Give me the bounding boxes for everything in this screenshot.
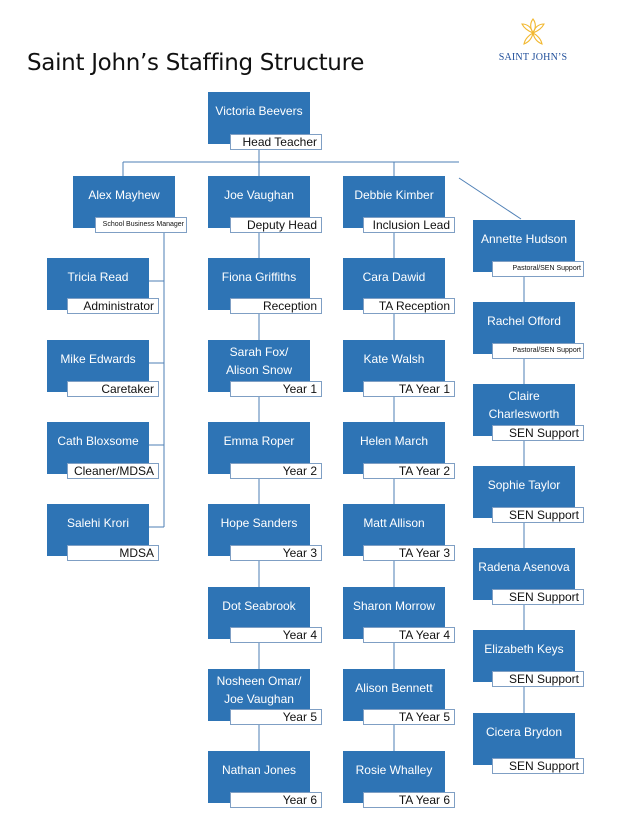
role-inclusion-staff-5: TA Year 5 (363, 709, 455, 725)
node-teaching-staff-5: Nosheen Omar/ Joe Vaughan (208, 669, 310, 721)
role-business-staff-0: Administrator (67, 298, 159, 314)
role-teaching-staff-5: Year 5 (230, 709, 322, 725)
role-inclusion-staff-6: TA Year 6 (363, 792, 455, 808)
role-teaching-staff-3: Year 3 (230, 545, 322, 561)
role-support-staff-6: SEN Support (492, 758, 584, 774)
role-inclusion-staff-0: TA Reception (363, 298, 455, 314)
role-support-staff-0: Pastoral/SEN Support (492, 261, 584, 277)
role-teaching-staff-0: Reception (230, 298, 322, 314)
role-inclusion-staff-1: TA Year 1 (363, 381, 455, 397)
role-support-staff-1: Pastoral/SEN Support (492, 343, 584, 359)
connector-support (458, 177, 522, 220)
school-logo: SAINT JOHN’S (497, 18, 569, 66)
node-support-staff-6: Cicera Brydon (473, 713, 575, 765)
role-inclusion-lead: Inclusion Lead (363, 217, 455, 233)
role-teaching-staff-6: Year 6 (230, 792, 322, 808)
role-support-staff-5: SEN Support (492, 671, 584, 687)
role-teaching-staff-4: Year 4 (230, 627, 322, 643)
role-support-staff-4: SEN Support (492, 589, 584, 605)
flower-logo-icon (521, 18, 545, 45)
role-inclusion-staff-3: TA Year 3 (363, 545, 455, 561)
role-teaching-staff-1: Year 1 (230, 381, 322, 397)
page-title: Saint John’s Staffing Structure (27, 50, 365, 76)
logo-text: SAINT JOHN’S (498, 52, 568, 63)
role-support-staff-3: SEN Support (492, 507, 584, 523)
role-business-staff-1: Caretaker (67, 381, 159, 397)
role-teaching-staff-2: Year 2 (230, 463, 322, 479)
role-inclusion-staff-2: TA Year 2 (363, 463, 455, 479)
role-business-lead: School Business Manager (95, 217, 187, 233)
role-business-staff-3: MDSA (67, 545, 159, 561)
role-teaching-lead: Deputy Head (230, 217, 322, 233)
role-head: Head Teacher (230, 134, 322, 150)
role-support-staff-2: SEN Support (492, 425, 584, 441)
role-inclusion-staff-4: TA Year 4 (363, 627, 455, 643)
role-business-staff-2: Cleaner/MDSA (67, 463, 159, 479)
